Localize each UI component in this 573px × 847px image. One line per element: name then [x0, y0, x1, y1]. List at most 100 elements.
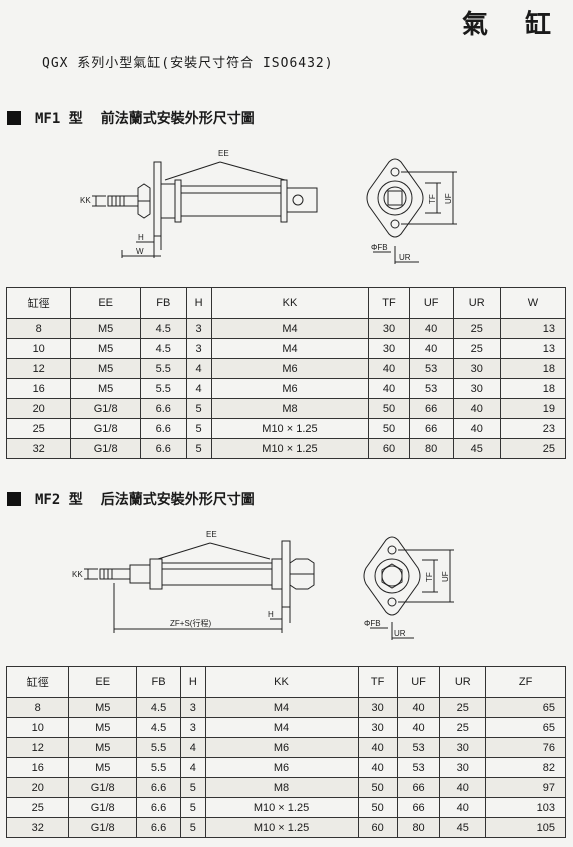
table-cell: 40	[357, 737, 398, 758]
table-cell: 13	[499, 338, 567, 359]
mf2-uf-label: UF	[441, 571, 450, 582]
table-cell: 45	[452, 438, 501, 459]
table-cell: 6.6	[139, 438, 187, 459]
table-cell: 25	[5, 418, 72, 439]
mf2-heading-text: 后法蘭式安裝外形尺寸圖	[100, 492, 255, 508]
table-cell: 30	[368, 338, 410, 359]
table-cell: 3	[180, 697, 206, 718]
table-cell: 50	[368, 418, 410, 439]
table-cell: G1/8	[70, 418, 141, 439]
table-cell: 4.5	[135, 717, 182, 738]
table-cell: 66	[408, 398, 454, 419]
table-cell: 6.6	[139, 418, 187, 439]
table-cell: 30	[452, 358, 501, 379]
mf1-h-label: H	[138, 233, 144, 242]
table-cell: M8	[210, 398, 370, 419]
table-cell: 30	[368, 318, 410, 339]
table-cell: 5	[185, 418, 212, 439]
table-cell: 10	[5, 338, 72, 359]
table-cell: M5	[68, 697, 137, 718]
table-cell: 30	[439, 737, 487, 758]
table-cell: 30	[452, 378, 501, 399]
table-cell: M5	[68, 717, 137, 738]
table-cell: G1/8	[70, 398, 141, 419]
table-cell: 25	[5, 797, 70, 818]
table-cell: M5	[68, 737, 137, 758]
mf2-col-header: EE	[68, 666, 137, 698]
table-cell: 50	[368, 398, 410, 419]
mf1-section-heading: MF1 型 前法蘭式安裝外形尺寸圖	[7, 108, 255, 128]
table-cell: 40	[452, 398, 501, 419]
mf2-col-header: 缸徑	[5, 666, 70, 698]
table-cell: 4	[185, 358, 212, 379]
table-cell: 12	[5, 737, 70, 758]
table-cell: 20	[5, 398, 72, 419]
mf2-tf-label: TF	[425, 572, 434, 582]
table-cell: 30	[439, 757, 487, 778]
table-cell: M5	[68, 757, 137, 778]
table-cell: 45	[439, 817, 487, 838]
table-cell: M6	[210, 378, 370, 399]
table-cell: 25	[452, 338, 501, 359]
table-cell: 97	[485, 777, 566, 798]
table-cell: M8	[204, 777, 359, 798]
table-cell: 80	[396, 817, 441, 838]
table-cell: G1/8	[70, 438, 141, 459]
table-cell: G1/8	[68, 817, 137, 838]
mf2-col-header: ZF	[485, 666, 566, 698]
table-cell: 5.5	[139, 358, 187, 379]
table-cell: 53	[408, 378, 454, 399]
table-cell: 6.6	[135, 817, 182, 838]
table-cell: 40	[396, 697, 441, 718]
square-bullet-icon	[7, 492, 21, 506]
table-cell: 20	[5, 777, 70, 798]
table-cell: 5	[185, 438, 212, 459]
table-cell: 30	[357, 697, 398, 718]
mf2-col-header: FB	[135, 666, 182, 698]
table-cell: 5.5	[139, 378, 187, 399]
table-cell: 4.5	[139, 318, 187, 339]
table-cell: 19	[499, 398, 567, 419]
mf1-uf-label: UF	[444, 193, 453, 204]
table-cell: 4	[180, 737, 206, 758]
mf1-heading-text: 前法蘭式安裝外形尺寸圖	[100, 111, 255, 127]
table-cell: 5	[180, 817, 206, 838]
table-cell: 30	[357, 717, 398, 738]
table-cell: 8	[5, 318, 72, 339]
mf2-col-header: H	[180, 666, 206, 698]
table-cell: M10 × 1.25	[204, 817, 359, 838]
table-cell: M5	[70, 378, 141, 399]
table-cell: 25	[499, 438, 567, 459]
table-cell: M4	[210, 338, 370, 359]
table-cell: 4.5	[139, 338, 187, 359]
table-cell: 82	[485, 757, 566, 778]
table-cell: M6	[210, 358, 370, 379]
table-cell: M5	[70, 358, 141, 379]
table-cell: M6	[204, 737, 359, 758]
table-cell: G1/8	[68, 797, 137, 818]
table-cell: 60	[357, 817, 398, 838]
table-cell: 25	[452, 318, 501, 339]
mf1-col-header: H	[185, 287, 212, 319]
series-subtitle: QGX 系列小型氣缸(安裝尺寸符合 ISO6432)	[42, 56, 334, 71]
table-cell: 76	[485, 737, 566, 758]
table-cell: M5	[70, 338, 141, 359]
table-cell: 60	[368, 438, 410, 459]
mf1-ee-label: EE	[218, 149, 229, 158]
table-cell: 66	[396, 797, 441, 818]
mf1-ur-label: UR	[399, 253, 411, 262]
mf1-col-header: UR	[452, 287, 501, 319]
table-cell: 12	[5, 358, 72, 379]
table-cell: 16	[5, 378, 72, 399]
table-cell: 13	[499, 318, 567, 339]
table-cell: 3	[180, 717, 206, 738]
